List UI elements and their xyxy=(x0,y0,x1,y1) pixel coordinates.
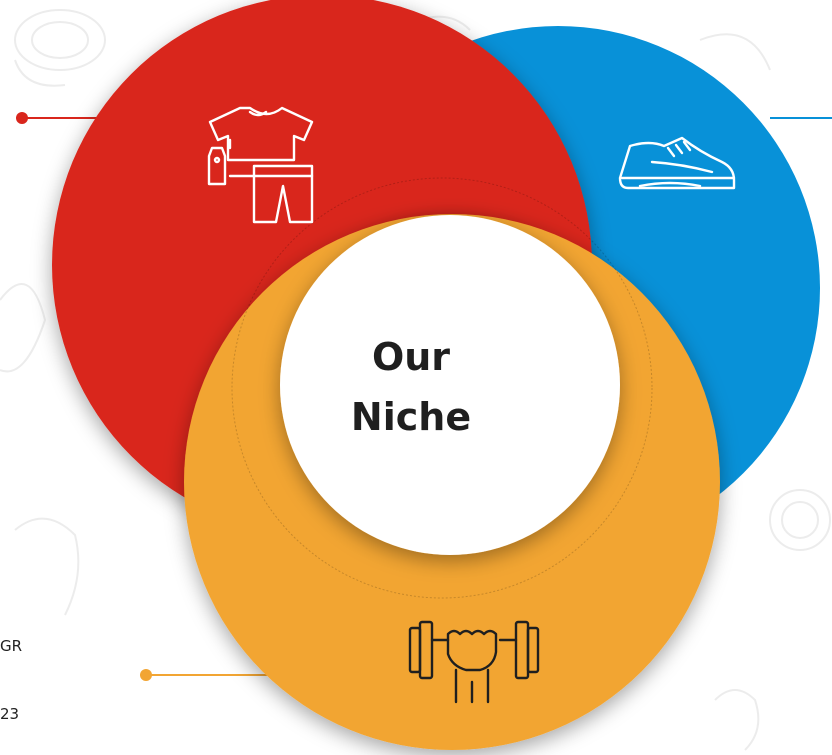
background-doodles xyxy=(0,9,831,751)
center-circle xyxy=(280,215,620,555)
center-title-line-2: Niche xyxy=(350,395,472,439)
edge-text-1: GR xyxy=(0,637,23,655)
sneaker-icon xyxy=(618,136,736,190)
edge-text-2: 23 xyxy=(0,705,20,723)
dumbbell-fist-icon xyxy=(408,620,540,704)
center-title-line-1: Our xyxy=(371,335,451,379)
guide-ring xyxy=(231,177,653,599)
clothing-tag-icon xyxy=(207,106,314,224)
connector-fitness xyxy=(140,669,270,681)
